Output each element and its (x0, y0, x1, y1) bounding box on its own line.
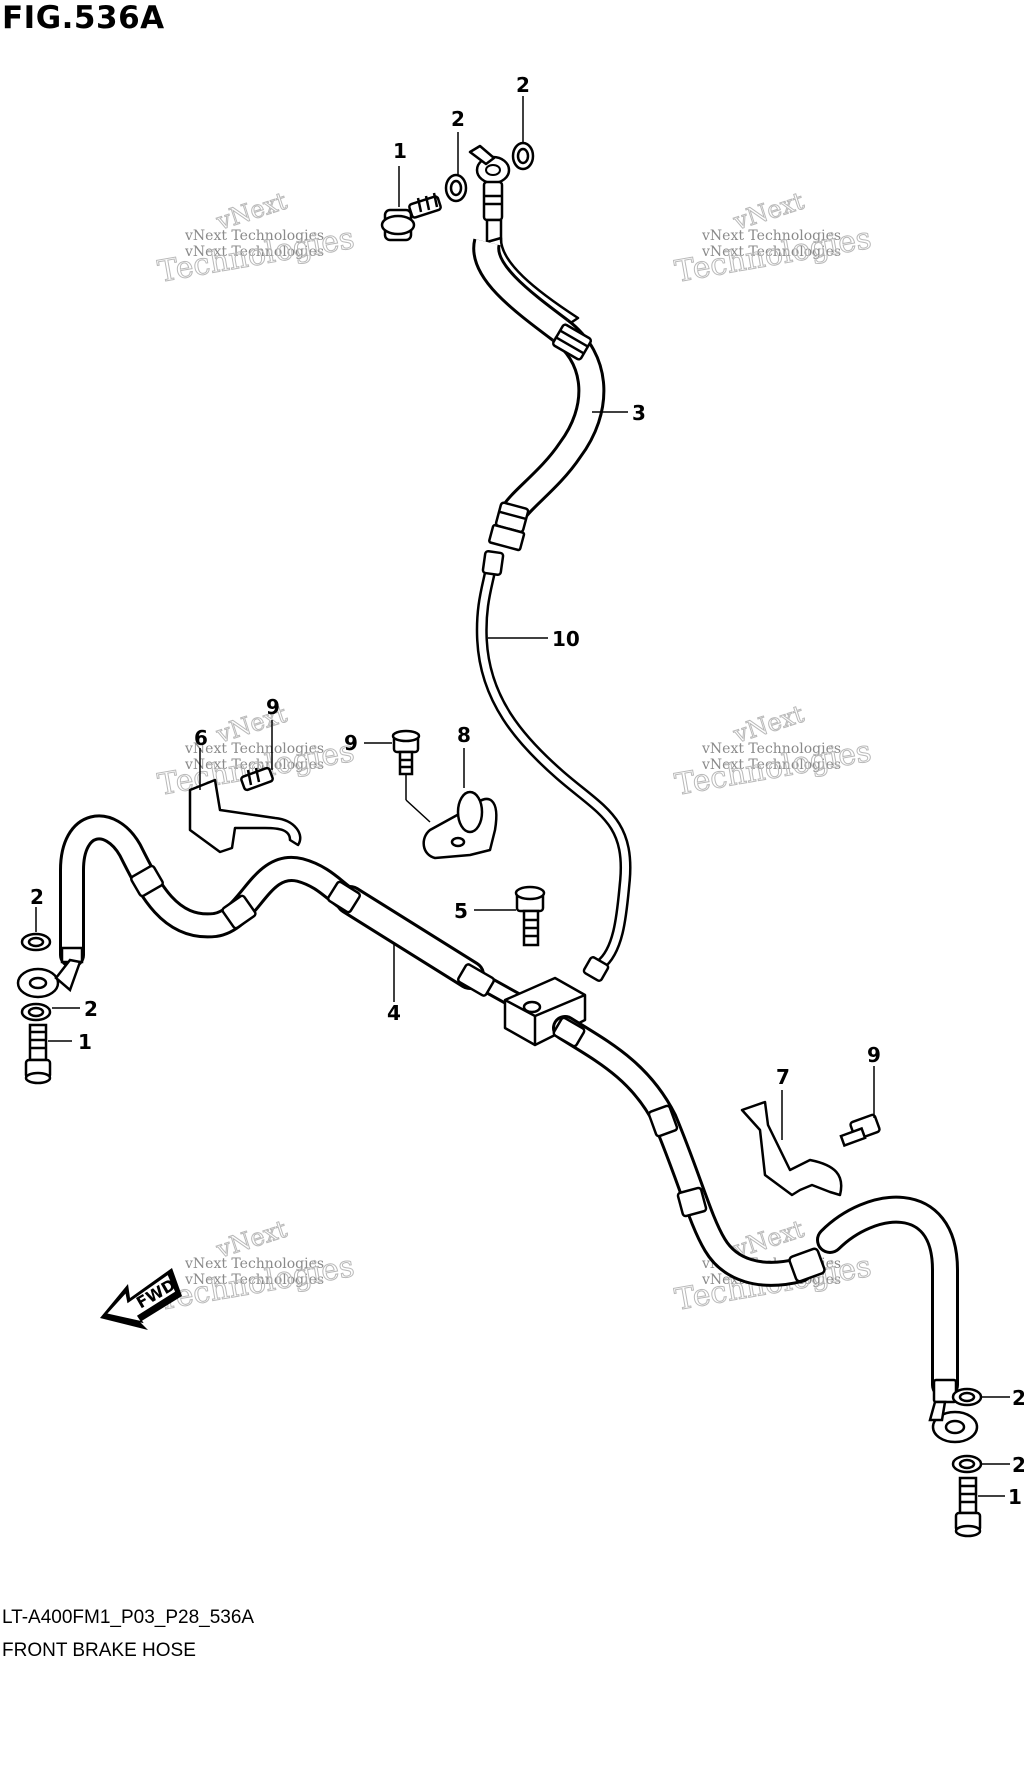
bolt-9-mid (391, 729, 421, 776)
watermark-bottom-left: vNext Technologies vNext Technologies Te… (155, 1214, 358, 1318)
watermark-top-right: vNext Technologies vNext Technologies Te… (672, 186, 875, 290)
callout-1-top: 1 (393, 139, 407, 163)
callout-2-top-b: 2 (516, 73, 530, 97)
svg-text:vNext Technologies: vNext Technologies (184, 228, 324, 244)
svg-text:vNext Technologies: vNext Technologies (184, 741, 324, 757)
callout-8: 8 (457, 723, 471, 747)
svg-text:vNext Technologies: vNext Technologies (184, 1256, 324, 1272)
union-bolt-right (954, 1476, 982, 1538)
washer-left-top (20, 932, 52, 952)
callout-1-right: 1 (1008, 1485, 1022, 1509)
svg-text:vNext Technologies: vNext Technologies (701, 757, 841, 773)
callout-6: 6 (194, 726, 208, 750)
union-bolt-top (380, 192, 442, 242)
washer-right-bottom (951, 1454, 983, 1474)
washer-right-top (951, 1387, 983, 1407)
watermark-mid-right: vNext Technologies vNext Technologies Te… (672, 699, 875, 803)
svg-text:vNext Technologies: vNext Technologies (184, 757, 324, 773)
callout-9-left: 9 (266, 695, 280, 719)
bracket-7 (740, 1100, 843, 1197)
figure-title: FIG.536A (2, 0, 165, 36)
callout-9-mid: 9 (344, 731, 358, 755)
upper-brake-hose (468, 144, 606, 552)
watermark-top-left: vNext Technologies vNext Technologies Te… (155, 186, 358, 290)
hose-fittings-left (16, 864, 496, 999)
fwd-direction-arrow: FWD (100, 1268, 182, 1330)
callout-2-right-top: 2 (1012, 1386, 1024, 1410)
callout-3: 3 (632, 401, 646, 425)
svg-text:vNext Technologies: vNext Technologies (184, 244, 324, 260)
brake-pipe (475, 549, 632, 982)
svg-text:vNext Technologies: vNext Technologies (701, 741, 841, 757)
callout-7: 7 (776, 1065, 790, 1089)
callout-2-left-top: 2 (30, 885, 44, 909)
svg-text:vNext Technologies: vNext Technologies (701, 244, 841, 260)
callouts: 1 2 2 3 10 9 6 9 8 5 4 2 2 1 7 9 2 2 1 (30, 73, 1024, 1509)
callout-9-right: 9 (867, 1043, 881, 1067)
callout-10: 10 (552, 627, 580, 651)
callout-5: 5 (454, 899, 468, 923)
diagram-code: LT-A400FM1_P03_P28_536A (2, 1607, 255, 1628)
clamp-8 (422, 790, 498, 860)
union-bolt-left (24, 1023, 52, 1085)
hose-fittings-right (552, 1016, 979, 1444)
washer-top-a (444, 173, 468, 203)
washer-top-b (511, 141, 535, 171)
callout-2-right-bottom: 2 (1012, 1453, 1024, 1477)
t-joint-bolt (514, 885, 546, 947)
svg-text:vNext Technologies: vNext Technologies (701, 228, 841, 244)
bracket-6 (188, 766, 302, 854)
callout-2-left-bottom: 2 (84, 997, 98, 1021)
bolt-9-right (839, 1113, 881, 1148)
washer-left-bottom (20, 1002, 52, 1022)
diagram-name: FRONT BRAKE HOSE (2, 1640, 196, 1661)
callout-4: 4 (387, 1001, 401, 1025)
callout-1-left: 1 (78, 1030, 92, 1054)
front-brake-hose-right (552, 1015, 959, 1399)
callout-2-top-a: 2 (451, 107, 465, 131)
svg-text:vNext Technologies: vNext Technologies (184, 1272, 324, 1288)
front-brake-hose-left (59, 814, 524, 1009)
leader-lines (35, 96, 1010, 1497)
